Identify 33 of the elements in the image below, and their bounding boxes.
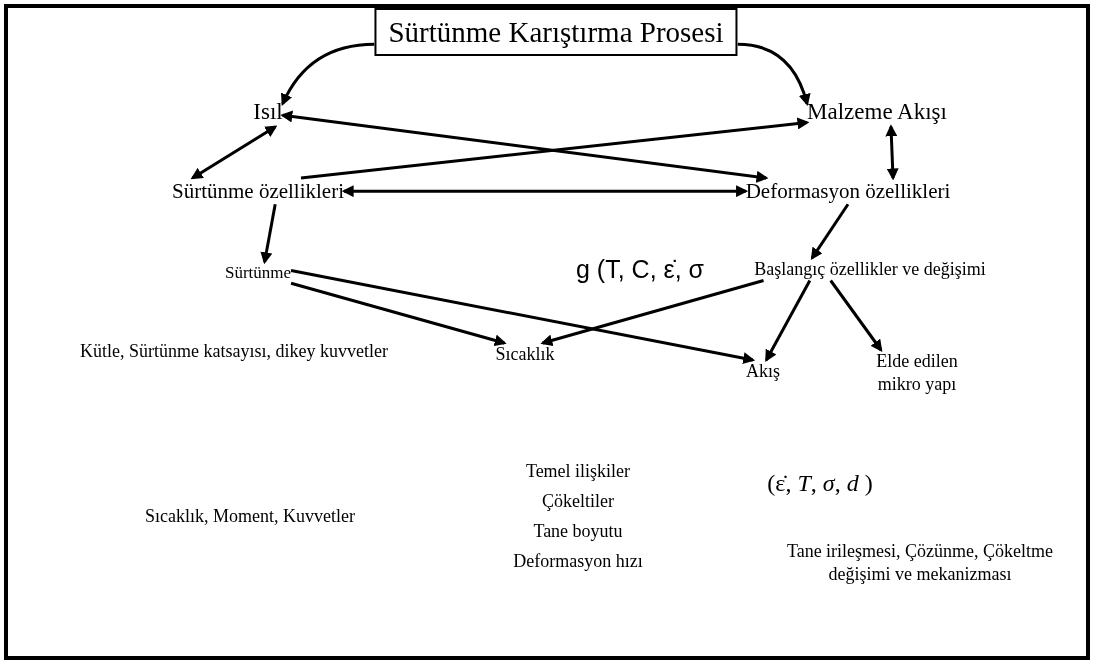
node-label: Akış [746, 360, 780, 383]
node-label: Sürtünme [224, 262, 292, 284]
arrow [829, 279, 883, 352]
arrow [290, 269, 756, 365]
node-label: Isıl [253, 98, 283, 127]
arrow [260, 203, 277, 265]
arrow [290, 281, 507, 347]
note-text: Tane boyutu [533, 520, 623, 543]
note-text: Çökeltiler [542, 490, 614, 513]
title-box: Sürtünme Karıştırma Prosesi [374, 8, 738, 57]
formula-label: (ε̇, T, σ, d ) [767, 469, 873, 498]
arrow [341, 185, 749, 198]
node-label: Deformasyon özellikleri [745, 178, 951, 205]
node-label: Başlangıç özellikler ve değişimi [754, 258, 986, 281]
note-text: Temel ilişkiler [525, 460, 631, 483]
node-label: Sıcaklık [495, 343, 555, 366]
note-text: Sıcaklık, Moment, Kuvvetler [145, 505, 355, 528]
node-label: Kütle, Sürtünme katsayısı, dikey kuvvetler [80, 340, 410, 363]
node-label: Elde edilen mikro yapı [857, 350, 977, 395]
arrow [885, 124, 899, 181]
arrow [540, 279, 764, 347]
arrow [810, 203, 850, 260]
arrow [281, 42, 375, 106]
arrow [300, 117, 810, 180]
arrow [280, 110, 769, 183]
node-label: Sürtünme özellikleri [172, 178, 344, 205]
arrow [765, 279, 812, 363]
arrow [190, 125, 278, 180]
node-label: Malzeme Akışı [807, 98, 947, 127]
note-text: Tane irileşmesi, Çözünme, Çökeltme değişimi ve mekanizması [785, 540, 1055, 585]
arrow [737, 42, 811, 107]
formula-label: g (T, C, ε̇, σ [576, 254, 704, 285]
note-text: Deformasyon hızı [513, 550, 643, 573]
